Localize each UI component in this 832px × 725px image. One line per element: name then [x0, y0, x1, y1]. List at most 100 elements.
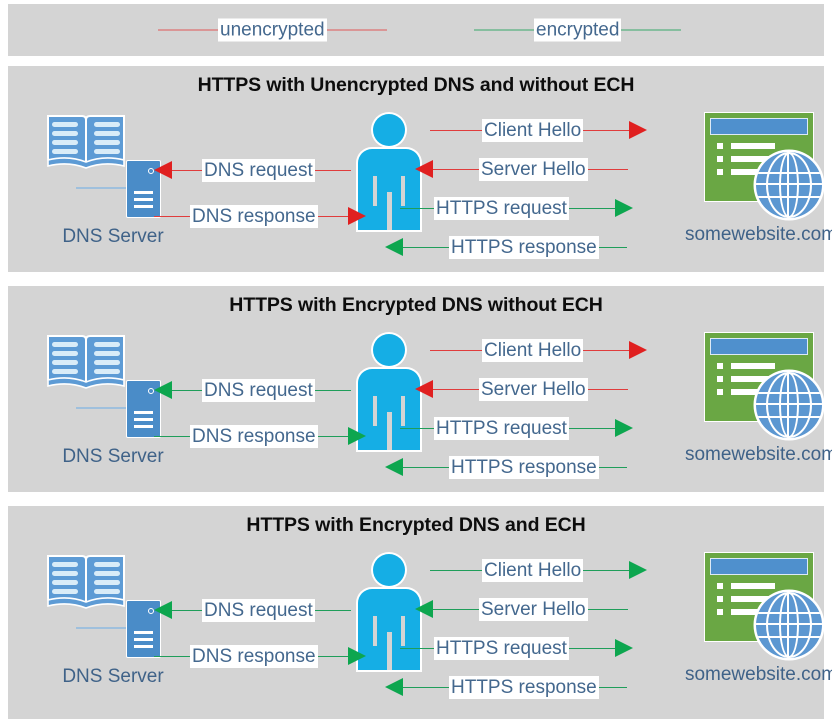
scenario-panel-1: HTTPS with Unencrypted DNS and without E… — [8, 66, 832, 272]
person-icon — [358, 114, 420, 230]
arrow-line — [587, 608, 628, 610]
arrow-line — [154, 655, 190, 657]
message-label: DNS request — [202, 378, 315, 402]
arrow-line — [172, 389, 202, 391]
legend-label-unencrypted: unencrypted — [218, 18, 327, 42]
message-arrow: HTTPS request — [400, 416, 633, 440]
arrow-line — [314, 609, 351, 611]
arrow-line — [400, 427, 434, 429]
person-arm-right — [401, 616, 405, 646]
person-leg-split — [386, 632, 392, 670]
arrow-line — [403, 246, 449, 248]
arrow-head — [154, 381, 172, 399]
message-arrow: HTTPS request — [400, 636, 633, 660]
legend-panel: unencrypted encrypted — [8, 4, 824, 56]
message-label: Server Hello — [479, 157, 588, 181]
arrow-line — [430, 129, 482, 131]
person-arm-right — [401, 396, 405, 426]
arrow-line — [433, 168, 479, 170]
arrow-line — [587, 388, 628, 390]
person-leg-split — [386, 412, 392, 450]
arrow-line — [314, 169, 351, 171]
arrow-line — [433, 388, 479, 390]
dns-connector-line — [76, 187, 128, 189]
arrow-line — [598, 246, 627, 248]
arrow-head — [614, 639, 633, 657]
arrow-line — [403, 686, 449, 688]
message-label: Server Hello — [479, 377, 588, 401]
arrow-line — [433, 608, 479, 610]
person-leg-split — [386, 192, 392, 230]
person-arm-left — [373, 396, 377, 426]
legend-line-left-encrypted — [474, 29, 534, 31]
person-arm-left — [373, 616, 377, 646]
scenario-panel-2: HTTPS with Encrypted DNS without ECH DNS… — [8, 286, 832, 492]
arrow-head — [154, 601, 172, 619]
dns-server-label: DNS Server — [62, 666, 164, 687]
arrow-head — [614, 419, 633, 437]
arrow-head — [415, 160, 433, 178]
arrow-head — [385, 678, 403, 696]
arrow-line — [568, 427, 615, 429]
browser-title-bar — [710, 558, 808, 575]
person-arm-right — [401, 176, 405, 206]
arrow-line — [403, 466, 449, 468]
arrow-head — [629, 561, 648, 579]
arrow-head — [385, 238, 403, 256]
globe-icon — [756, 152, 822, 218]
website-label: somewebsite.com — [684, 664, 832, 685]
arrow-line — [568, 647, 615, 649]
person-arm-left — [373, 176, 377, 206]
person-icon — [358, 334, 420, 450]
message-label: HTTPS request — [434, 196, 569, 220]
arrow-line — [430, 569, 482, 571]
message-arrow: Server Hello — [415, 377, 628, 401]
message-arrow: HTTPS request — [400, 196, 633, 220]
arrow-head — [347, 647, 366, 665]
message-label: Server Hello — [479, 597, 588, 621]
arrow-head — [347, 427, 366, 445]
panel-title-1: HTTPS with Unencrypted DNS and without E… — [197, 74, 635, 96]
arrow-line — [317, 655, 348, 657]
website-node: somewebsite.com — [680, 326, 832, 476]
person-icon — [358, 554, 420, 670]
message-arrow: HTTPS response — [385, 675, 627, 699]
message-label: DNS response — [190, 644, 318, 668]
dns-server-label: DNS Server — [62, 446, 164, 467]
legend-row: unencrypted encrypted — [8, 4, 824, 56]
arrow-line — [583, 569, 630, 571]
message-label: HTTPS request — [434, 636, 569, 660]
arrow-line — [400, 647, 434, 649]
person-head — [373, 554, 405, 586]
dns-connector-line — [76, 627, 128, 629]
dns-connector-line — [76, 407, 128, 409]
message-arrow: Client Hello — [430, 118, 648, 142]
dns-server-label: DNS Server — [62, 226, 164, 247]
message-arrow: Client Hello — [430, 558, 648, 582]
message-arrow: DNS request — [154, 598, 351, 622]
dns-server-node: DNS Server — [38, 550, 198, 700]
message-label: Client Hello — [482, 558, 584, 582]
arrow-line — [568, 207, 615, 209]
globe-icon — [756, 592, 822, 658]
arrow-line — [172, 609, 202, 611]
open-book-icon — [44, 330, 128, 392]
legend-line-left-unencrypted — [158, 29, 218, 31]
message-label: DNS response — [190, 204, 318, 228]
arrow-line — [154, 435, 190, 437]
arrow-head — [614, 199, 633, 217]
message-arrow: HTTPS response — [385, 235, 627, 259]
person-head — [373, 334, 405, 366]
dns-server-node: DNS Server — [38, 330, 198, 480]
message-label: HTTPS response — [449, 235, 599, 259]
arrow-head — [629, 121, 648, 139]
browser-title-bar — [710, 338, 808, 355]
arrow-line — [314, 389, 351, 391]
arrow-line — [587, 168, 628, 170]
scenario-panel-3: HTTPS with Encrypted DNS and ECH DNS Ser… — [8, 506, 832, 719]
arrow-line — [317, 435, 348, 437]
message-label: DNS response — [190, 424, 318, 448]
dns-server-node: DNS Server — [38, 110, 198, 260]
arrow-line — [583, 349, 630, 351]
